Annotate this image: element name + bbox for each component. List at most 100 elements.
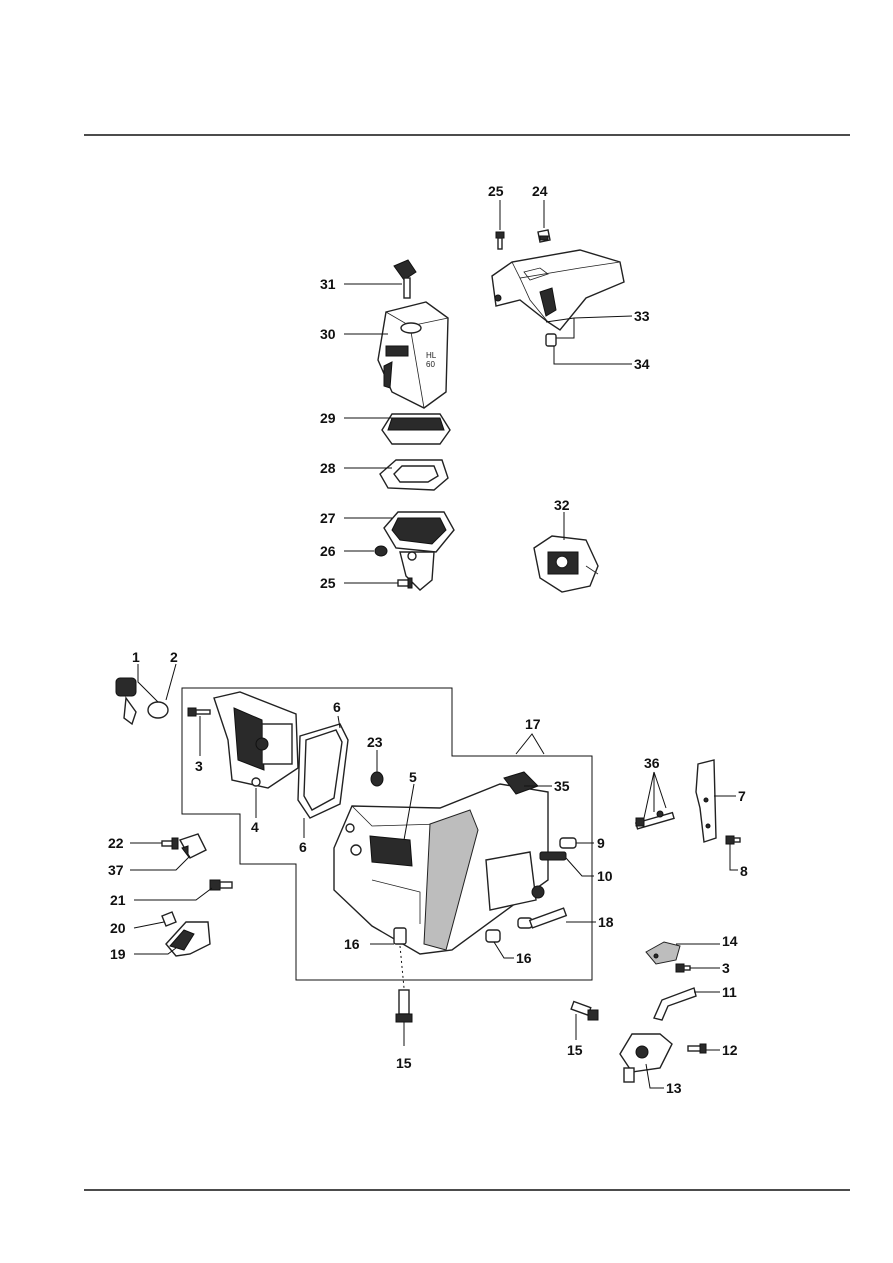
callout-18: 18: [598, 914, 614, 930]
screw-22: [161, 837, 179, 850]
callout-3-left: 3: [195, 758, 203, 774]
screw-3-right: [675, 963, 691, 973]
clip-24: [537, 229, 551, 243]
callout-20: 20: [110, 920, 126, 936]
callout-31: 31: [320, 276, 336, 292]
callout-8: 8: [740, 863, 748, 879]
callout-3-right: 3: [722, 960, 730, 976]
callout-35: 35: [554, 778, 570, 794]
leader-36c: [653, 771, 667, 809]
callout-17: 17: [525, 716, 541, 732]
screw-3-left: [187, 707, 211, 717]
stud-10: [539, 851, 567, 861]
grommet-26: [374, 545, 388, 557]
callout-25-lower: 25: [320, 575, 336, 591]
callout-9: 9: [597, 835, 605, 851]
callout-27: 27: [320, 510, 336, 526]
callout-32: 32: [554, 497, 570, 513]
bolt-21: [209, 879, 233, 891]
callout-16-left: 16: [344, 936, 360, 952]
callout-2: 2: [170, 649, 178, 665]
callout-10: 10: [597, 868, 613, 884]
callout-6-top: 6: [333, 699, 341, 715]
leader-17: [515, 733, 545, 755]
oil-pump-13: [619, 1033, 673, 1083]
callout-4: 4: [251, 819, 259, 835]
leader-37: [130, 855, 191, 871]
screw-15-right: [570, 1000, 599, 1021]
leader-19: [134, 947, 177, 955]
filter-29: [381, 413, 451, 445]
leader-5: [403, 783, 415, 841]
callout-16-right: 16: [516, 950, 532, 966]
leader-2: [165, 663, 177, 701]
knob-31: [393, 259, 417, 299]
screw-25-lower: [397, 577, 413, 589]
callout-19: 19: [110, 946, 126, 962]
screw-25-top: [495, 231, 505, 250]
callout-33: 33: [634, 308, 650, 324]
leader-13: [645, 1063, 664, 1089]
crankcase-group-frame: [181, 687, 593, 981]
grommet-23: [370, 771, 384, 787]
clip-37: [178, 833, 207, 859]
callout-11: 11: [722, 984, 737, 1000]
screw-8: [725, 835, 741, 845]
callout-12: 12: [722, 1042, 738, 1058]
callout-25-top: 25: [488, 183, 504, 199]
cover-piece-14: [645, 941, 681, 965]
callout-14: 14: [722, 933, 738, 949]
leader-34: [553, 346, 632, 365]
leader-1: [137, 664, 159, 703]
callout-30: 30: [320, 326, 336, 342]
callout-13: 13: [666, 1080, 682, 1096]
callout-28: 28: [320, 460, 336, 476]
leader-16-right: [493, 941, 514, 959]
screw-15-center: [395, 989, 413, 1023]
carburetor-32: [533, 535, 599, 593]
leader-8: [729, 844, 738, 871]
callout-21: 21: [110, 892, 126, 908]
callout-24: 24: [532, 183, 548, 199]
leader-20: [133, 921, 165, 929]
callout-7: 7: [738, 788, 746, 804]
crankcase-body: [333, 783, 549, 955]
callout-15-center: 15: [396, 1055, 412, 1071]
callout-6-bottom: 6: [299, 839, 307, 855]
callout-22: 22: [108, 835, 124, 851]
gasket-6: [297, 723, 349, 819]
sleeve-16-right: [485, 929, 501, 943]
sleeve-34: [545, 333, 557, 347]
throttle-lever-19: [165, 921, 211, 957]
callout-37: 37: [108, 862, 124, 878]
filter-base-27: [383, 511, 455, 591]
spring-20: [161, 911, 177, 927]
callout-26: 26: [320, 543, 336, 559]
assembly-axis: [399, 945, 405, 989]
callout-29: 29: [320, 410, 336, 426]
leader-6-top: [337, 715, 341, 729]
bar-stud-18: [517, 907, 568, 929]
tank-housing-4: [213, 691, 299, 789]
callout-36: 36: [644, 755, 660, 771]
guard-plate-7: [695, 759, 717, 843]
callout-34: 34: [634, 356, 650, 372]
gasket-28: [379, 459, 449, 491]
callout-1: 1: [132, 649, 140, 665]
leader-21: [134, 887, 213, 901]
sleeve-16-center: [393, 927, 407, 945]
leader-33b: [556, 318, 575, 339]
screw-12: [687, 1043, 707, 1054]
callout-15-right: 15: [567, 1042, 583, 1058]
o-ring-2: [147, 701, 169, 719]
leader-36a: [643, 771, 655, 819]
pins-36: [635, 810, 675, 830]
callout-23: 23: [367, 734, 383, 750]
callout-5: 5: [409, 769, 417, 785]
fuel-cap-1: [115, 677, 137, 726]
top-cover-33: [491, 249, 625, 331]
leader-10: [565, 857, 594, 877]
